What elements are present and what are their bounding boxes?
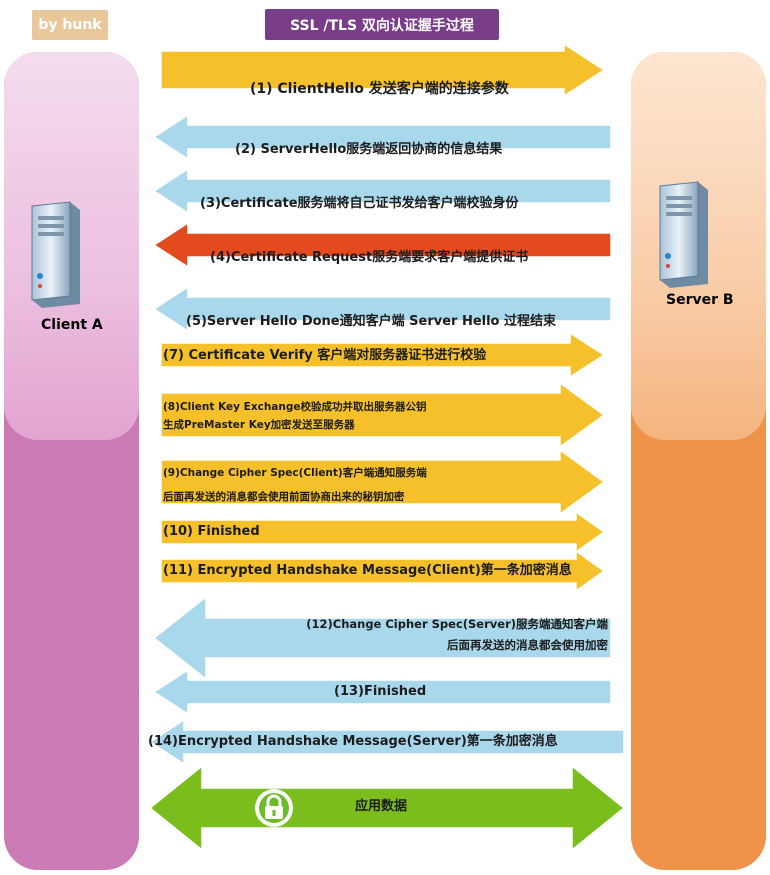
message-label-14: 应用数据	[355, 799, 408, 814]
message-arrow-7	[160, 381, 606, 449]
message-label-13: (14)Encrypted Handshake Message(Server)第…	[148, 734, 558, 749]
message-arrow-12	[152, 668, 612, 716]
message-arrow-10	[160, 549, 606, 593]
message-arrow-13	[148, 718, 625, 766]
diagram-title: SSL /TLS 双向认证握手过程	[265, 9, 499, 40]
message-arrow-4	[152, 221, 612, 269]
message-label-4: (4)Certificate Request服务端要求客户端提供证书	[210, 250, 529, 265]
message-arrow-9	[160, 510, 606, 554]
client-label: Client A	[41, 317, 103, 333]
message-arrow-8	[160, 448, 606, 516]
server-label: Server B	[666, 292, 734, 308]
message-label-2: (2) ServerHello服务端返回协商的信息结果	[235, 142, 503, 157]
message-label-5: (5)Server Hello Done通知客户端 Server Hello 过…	[186, 314, 557, 329]
message-label-8-line-2: 后面再发送的消息都会使用前面协商出来的秘钥加密	[163, 491, 405, 503]
message-arrow-6	[160, 331, 606, 379]
message-label-3: (3)Certificate服务端将自己证书发给客户端校验身份	[200, 196, 519, 211]
message-label-12: (13)Finished	[334, 684, 427, 699]
message-label-6: (7) Certificate Verify 客户端对服务器证书进行校验	[163, 348, 487, 363]
message-label-7-line-2: 生成PreMaster Key加密发送至服务器	[163, 419, 355, 431]
client-server-icon	[31, 201, 80, 308]
message-arrow-3	[152, 167, 612, 215]
message-label-8-line-1: (9)Change Cipher Spec(Client)客户端通知服务端	[163, 467, 427, 479]
message-arrow-2	[152, 113, 612, 161]
message-label-9: (10) Finished	[163, 524, 260, 539]
lock-icon	[255, 789, 293, 827]
message-label-7-line-1: (8)Client Key Exchange校验成功并取出服务器公钥	[163, 401, 427, 413]
message-arrow-1	[160, 42, 606, 98]
author-text: by hunk	[38, 17, 102, 33]
message-arrow-14	[148, 764, 626, 852]
message-label-10: (11) Encrypted Handshake Message(Client)…	[163, 563, 572, 578]
author-badge: by hunk	[32, 10, 108, 40]
message-arrow-11	[152, 595, 612, 681]
message-label-1: (1) ClientHello 发送客户端的连接参数	[250, 81, 509, 97]
message-label-11-line-1: (12)Change Cipher Spec(Server)服务端通知客户端	[306, 617, 608, 631]
message-arrow-5	[152, 285, 612, 333]
server-icon	[659, 181, 708, 288]
message-label-11-line-2: 后面再发送的消息都会使用加密	[447, 638, 608, 652]
diagram-title-text: SSL /TLS 双向认证握手过程	[290, 17, 474, 34]
